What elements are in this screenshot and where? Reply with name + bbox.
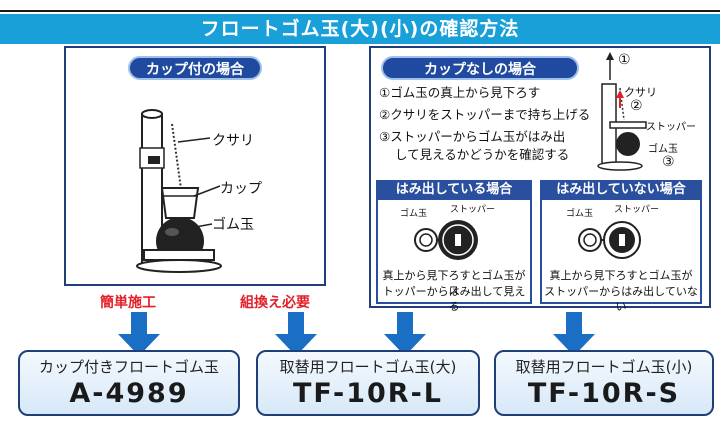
product-name-tf10rl: 取替用フロートゴム玉(大) — [279, 358, 457, 376]
top-rule — [0, 10, 720, 12]
diagram-n1: ① — [618, 52, 631, 68]
arrow-down-icon — [118, 312, 160, 356]
not-protruding-top-view — [578, 221, 641, 259]
label-cup: カップ — [220, 181, 262, 197]
cup-float-illustration — [136, 109, 222, 273]
arrow-down-icon — [384, 312, 426, 356]
case-not-protruding-heading: はみ出していない場合 — [540, 180, 702, 200]
case-protruding-heading: はみ出している場合 — [376, 180, 532, 200]
product-code-tf10rs: TF-10R-S — [527, 378, 681, 409]
protruding-top-view — [414, 220, 478, 260]
protruding-label-ball: ゴム玉 — [400, 209, 428, 219]
step-3: ③ストッパーからゴム玉がはみ出 — [379, 129, 566, 144]
page-title: フロートゴム玉(大)(小)の確認方法 — [0, 14, 720, 44]
step-2: ②クサリをストッパーまで持ち上げる — [379, 107, 591, 122]
note-easy-install: 簡単施工 — [100, 295, 156, 311]
product-code-a4989: A-4989 — [69, 378, 189, 409]
diagram-ball: ゴム玉 — [648, 144, 678, 155]
no-cup-heading: カップなしの場合 — [381, 56, 579, 80]
product-name-tf10rs: 取替用フロートゴム玉(小) — [515, 358, 693, 376]
protruding-label-stopper: ストッパー — [450, 205, 496, 215]
product-box-tf10rs — [494, 350, 714, 416]
product-box-tf10rl — [256, 350, 480, 416]
arrow-down-icon — [553, 312, 595, 356]
product-name-a4989: カップ付きフロートゴム玉 — [38, 358, 219, 376]
note-reassembly-required: 組換え必要 — [240, 295, 310, 311]
not-protruding-label-stopper: ストッパー — [614, 205, 660, 215]
label-ball: ゴム玉 — [212, 217, 254, 233]
product-code-tf10rl: TF-10R-L — [292, 378, 443, 409]
step-3-cont: して見えるかどうかを確認する — [395, 147, 570, 162]
no-cup-illustration — [597, 52, 647, 171]
cup-attached-heading: カップ付の場合 — [128, 56, 262, 80]
diagram-chain: クサリ — [624, 86, 657, 99]
diagram-n3: ③ — [662, 154, 675, 170]
protruding-desc-1: 真上から見下ろすとゴム玉がス — [382, 269, 526, 297]
not-protruding-desc-2: ストッパーからはみ出していない — [544, 285, 698, 313]
not-protruding-label-ball: ゴム玉 — [566, 209, 594, 219]
label-chain: クサリ — [212, 133, 254, 149]
protruding-desc-2: トッパーからはみ出して見える — [382, 285, 526, 313]
diagram-stopper: ストッパー — [646, 122, 696, 133]
diagram-n2: ② — [630, 98, 643, 114]
step-1: ①ゴム玉の真上から見下ろす — [379, 85, 541, 100]
product-box-a4989 — [18, 350, 240, 416]
not-protruding-desc-1: 真上から見下ろすとゴム玉が — [549, 269, 693, 282]
arrow-down-icon — [275, 312, 317, 356]
